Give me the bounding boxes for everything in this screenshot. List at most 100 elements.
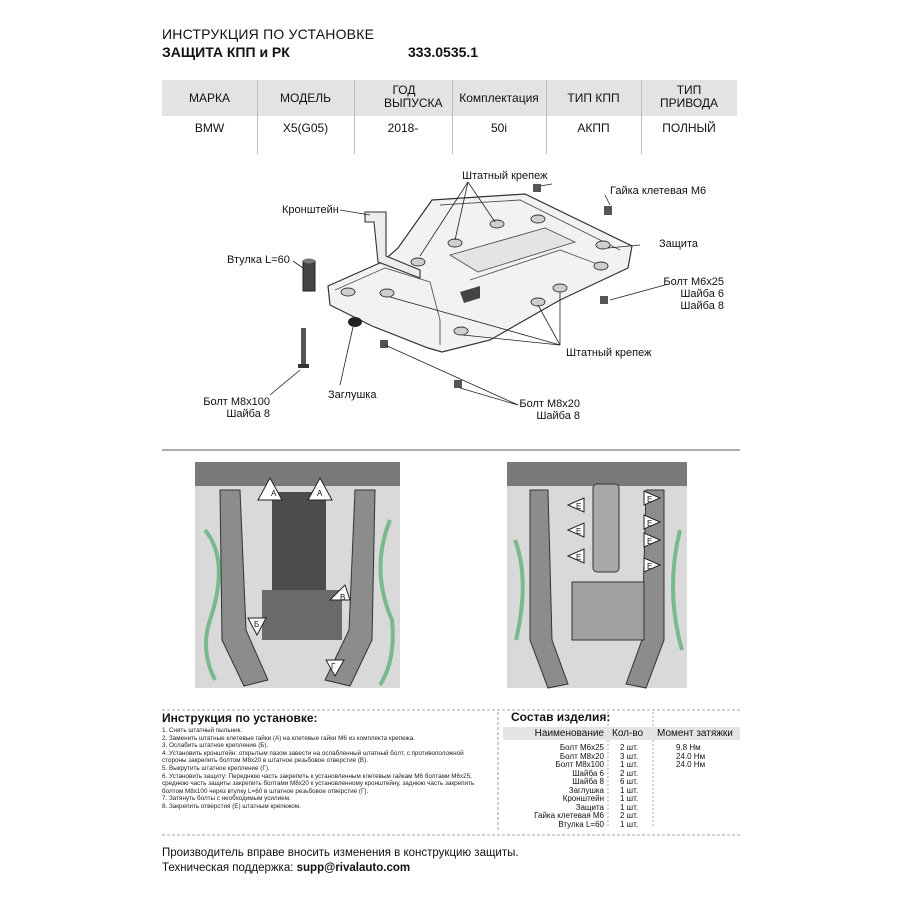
instruction-step: 8. Закрепить отверстия (Е) штатным крепе… (162, 802, 301, 810)
vehicle-spec-table: МАРКА МОДЕЛЬ ГОД ВЫПУСКА Комплектация ТИ… (162, 80, 737, 154)
spec-value-year: 2018- (387, 121, 419, 135)
instruction-step: 2. Заменить штатные клетевые гайки (А) н… (162, 734, 415, 742)
spec-header-model: МОДЕЛЬ (280, 91, 331, 105)
part-number: 333.0535.1 (408, 44, 479, 60)
instruction-step: стороны закрепить болтом М8х20 в штатное… (162, 757, 368, 765)
instruction-step: 4. Установить кронштейн: открытым пазом … (162, 749, 464, 757)
instruction-step: болтом М8х100 через втулку L=60 в штатно… (162, 787, 369, 795)
photo-marker-e6: E (647, 537, 653, 546)
support-label: Техническая поддержка: (162, 862, 294, 874)
instructions-list: 1. Снять штатный пыльник. 2. Заменить шт… (162, 727, 492, 811)
instructions-title: Инструкция по установке: (162, 711, 318, 725)
label-plug: Заглушка (328, 389, 377, 401)
part-name: Шайба 6 (572, 768, 604, 778)
part-name: Болт М8х20 (559, 751, 604, 761)
part-qty: 3 шт. (620, 751, 639, 761)
label-bracket: Кронштейн (282, 204, 339, 216)
instruction-step: 3. Ослабить штатное крепление (Б). (162, 742, 269, 750)
support-email[interactable]: supp@rivalauto.com (296, 862, 411, 874)
part-name: Шайба 8 (572, 777, 604, 786)
photo-marker-e4: E (647, 495, 653, 504)
part-name: Болт М8х100 (555, 760, 604, 769)
instruction-step: 5. Выкрутить штатное крепление (Г). (162, 764, 270, 772)
photo-marker-g: Г (331, 662, 336, 671)
part-torque: 9.8 Нм (676, 743, 701, 752)
parts-header-name: Наименование (534, 728, 604, 739)
bracket-part (364, 211, 421, 279)
install-photo-right (507, 462, 687, 689)
part-name: Втулка L=60 (558, 819, 604, 829)
part-name: Заглушка (568, 785, 604, 795)
label-standard-fastener-bottom: Штатный крепеж (566, 347, 652, 359)
instruction-step: 1. Снять штатный пыльник. (162, 727, 243, 734)
product-title: ЗАЩИТА КПП и РК (162, 44, 290, 60)
instruction-step: среднюю часть защиты закрепить болтами М… (162, 780, 475, 788)
part-name: Кронштейн (562, 794, 604, 803)
photo-marker-e3: E (576, 553, 582, 562)
bolt-m8x20-a (380, 340, 388, 348)
label-standard-fastener-top: Штатный крепеж (462, 170, 548, 182)
parts-header-torque: Момент затяжки (657, 728, 733, 739)
part-qty: 1 шт. (620, 760, 639, 769)
bolt-m6-part (600, 296, 608, 304)
bolt-m8x100-part (298, 328, 309, 368)
part-qty: 2 шт. (620, 743, 639, 752)
document-title: ИНСТРУКЦИЯ ПО УСТАНОВКЕ (162, 26, 375, 42)
part-qty: 6 шт. (620, 777, 639, 786)
photo-marker-b: Б (254, 620, 260, 629)
instruction-step: 6. Установить защиту: Переднюю часть зак… (162, 772, 472, 780)
parts-title: Состав изделия: (511, 710, 611, 724)
spec-value-gearbox: АКПП (577, 121, 610, 135)
label-guard: Защита (659, 238, 698, 250)
part-qty: 2 шт. (620, 768, 639, 778)
bushing-part (302, 258, 316, 292)
part-name: Болт М6х25 (559, 743, 604, 752)
photo-marker-e7: E (647, 562, 653, 571)
part-name: Гайка клетевая М6 (534, 811, 604, 820)
label-cage-nut: Гайка клетевая М6 (610, 185, 707, 197)
guard-holes (340, 214, 611, 336)
label-bolt-m8x20-line2: Шайба 8 (536, 410, 580, 422)
install-photo-left (195, 462, 400, 688)
photo-marker-e1: E (576, 502, 582, 511)
spec-header-drive: ТИП ПРИВОДА (659, 83, 719, 110)
label-bolt-m8x100-line1: Болт М8х100 (203, 396, 270, 408)
label-bolt-m8x100-line2: Шайба 8 (226, 408, 270, 420)
bracket-clamp (460, 286, 480, 303)
photo-arrow-markers-right (566, 490, 662, 573)
spec-header-trim: Комплектация (459, 91, 539, 105)
photo-marker-e2: E (576, 527, 582, 536)
parts-table-header (503, 727, 740, 740)
leader-lines (269, 181, 666, 406)
spec-value-make: BMW (194, 121, 225, 135)
part-qty: 1 шт. (620, 819, 639, 829)
cage-nut-top (533, 184, 541, 192)
photo-marker-a1: A (271, 489, 277, 498)
spec-value-model: X5(G05) (282, 121, 329, 135)
part-qty: 1 шт. (620, 794, 639, 803)
bolt-m8x20-b (454, 380, 462, 388)
spec-header-gearbox: ТИП КПП (567, 91, 620, 105)
part-torque: 24.0 Нм (676, 760, 706, 769)
part-qty: 1 шт. (620, 785, 639, 795)
spec-value-trim: 50i (490, 121, 507, 135)
part-name: Защита (575, 802, 604, 812)
photo-marker-a2: A (317, 489, 323, 498)
part-qty: 1 шт. (620, 802, 639, 812)
part-qty: 2 шт. (620, 811, 639, 820)
photo-marker-e5: E (647, 519, 653, 528)
label-bolt-m8x20-line1: Болт М8х20 (519, 398, 580, 410)
disclaimer-text: Производитель вправе вносить изменения в… (162, 847, 519, 859)
label-bolt-m6-line2: Шайба 6 (680, 288, 724, 300)
plug-part (348, 317, 362, 327)
cage-nut-right (604, 206, 612, 215)
parts-header-qty: Кол-во (612, 728, 644, 739)
label-bolt-m6-line1: Болт М6х25 (663, 276, 724, 288)
support-line: Техническая поддержка: supp@rivalauto.co… (162, 862, 410, 874)
spec-header-make: МАРКА (189, 91, 230, 105)
label-bushing: Втулка L=60 (227, 254, 290, 266)
instruction-step: 7. Затянуть болты с необходимым усилием. (162, 795, 291, 803)
photo-marker-v: B (340, 593, 346, 602)
label-bolt-m6-line3: Шайба 8 (680, 300, 724, 312)
